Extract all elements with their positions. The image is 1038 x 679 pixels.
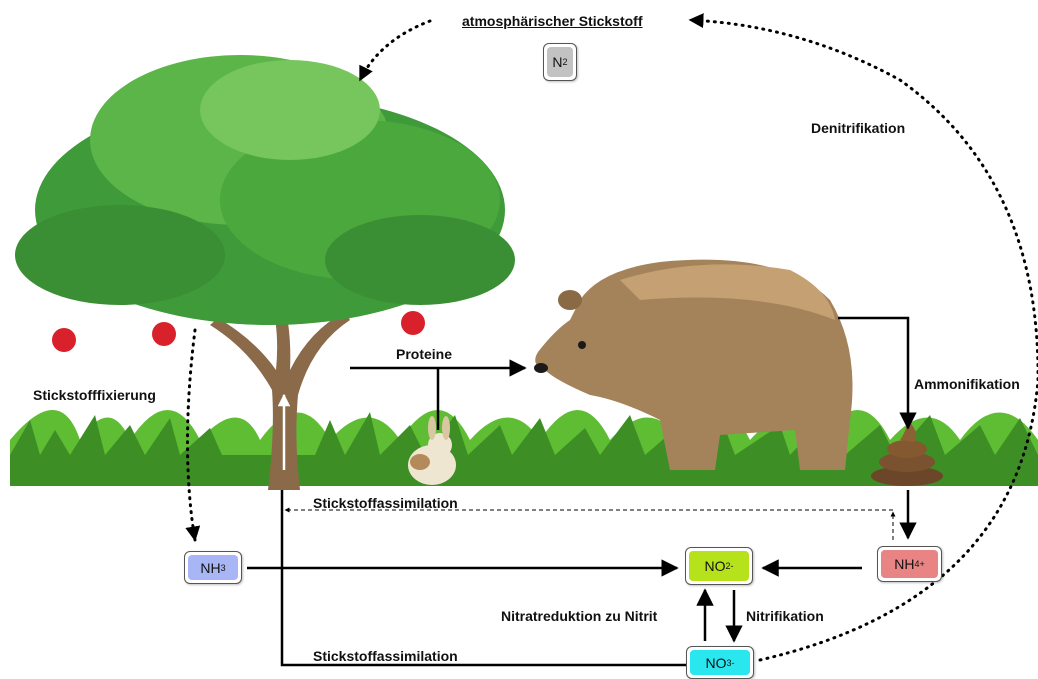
proteins-label: Proteine [396, 346, 452, 362]
nitrogen-fixation-label: Stickstofffixierung [33, 387, 156, 403]
atmospheric-nitrogen-label: atmosphärischer Stickstoff [462, 13, 643, 29]
denitrification-label: Denitrifikation [811, 120, 905, 136]
assimilation-lower-label: Stickstoffassimilation [313, 648, 458, 664]
dashed-assimilation-arrow [285, 510, 893, 540]
assimilation-upper-label: Stickstoffassimilation [313, 495, 458, 511]
nitrification-label: Nitrifikation [746, 608, 824, 624]
ammonification-label: Ammonifikation [914, 376, 1020, 392]
nitrate-reduction-label: Nitratreduktion zu Nitrit [501, 608, 657, 624]
